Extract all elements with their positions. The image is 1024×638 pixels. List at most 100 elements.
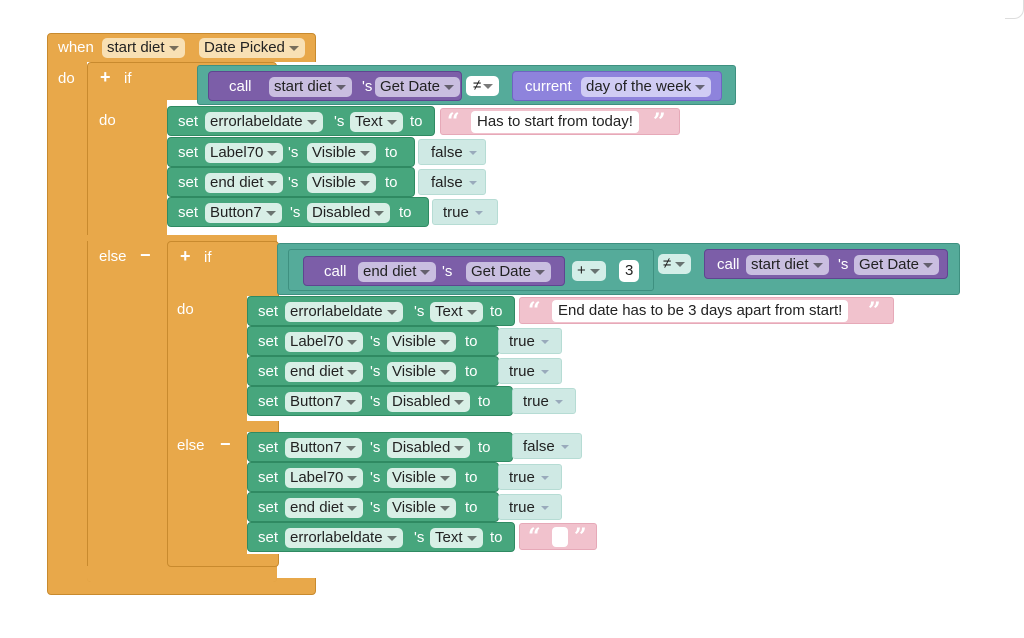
if2-call2-apos: 's	[838, 256, 849, 273]
if2-call-startdate-block[interactable]: call start diet 's Get Date	[704, 249, 948, 279]
if2-math-add-block[interactable]: call end diet 's Get Date + 3	[288, 249, 654, 291]
boolean-block[interactable]: true	[432, 199, 498, 225]
set-block[interactable]: set errorlabeldate 's Text to	[247, 522, 515, 552]
set-block[interactable]: set Label70 's Visible to	[167, 137, 415, 167]
if1-keyword: if	[124, 70, 132, 87]
set-keyword: set	[258, 529, 279, 546]
if2-minus-icon[interactable]: −	[220, 434, 231, 454]
set-keyword: set	[258, 363, 279, 380]
set-component-dropdown[interactable]: errorlabeldate	[285, 302, 403, 322]
set-component-dropdown[interactable]: errorlabeldate	[205, 112, 323, 132]
set-apos: 's	[288, 144, 299, 161]
boolean-value[interactable]: false	[426, 173, 483, 193]
boolean-value[interactable]: false	[426, 143, 483, 163]
if1-call-method-dropdown[interactable]: Get Date	[375, 77, 461, 97]
if2-call-getdate-block[interactable]: call end diet 's Get Date	[303, 256, 565, 286]
if2-call2-method-dropdown[interactable]: Get Date	[854, 255, 940, 275]
if1-compare-operator-dropdown[interactable]: ≠	[466, 76, 500, 96]
boolean-block[interactable]: true	[498, 328, 562, 354]
if2-call-method-dropdown[interactable]: Get Date	[466, 262, 552, 282]
boolean-block[interactable]: true	[498, 464, 562, 490]
set-block[interactable]: set end diet 's Visible to	[167, 167, 415, 197]
set-apos: 's	[370, 333, 381, 350]
boolean-value[interactable]: true	[438, 203, 489, 223]
set-component-dropdown[interactable]: Button7	[285, 438, 362, 458]
set-block[interactable]: set Button7 's Disabled to	[247, 432, 513, 462]
text-string-block[interactable]: “ ”	[519, 523, 597, 550]
set-property-dropdown[interactable]: Disabled	[387, 438, 471, 458]
set-keyword: set	[258, 499, 279, 516]
if2-compare-operator-dropdown[interactable]: ≠	[658, 254, 692, 274]
boolean-value[interactable]: true	[504, 332, 555, 352]
set-component-dropdown[interactable]: Label70	[285, 332, 364, 352]
event-name-dropdown[interactable]: Date Picked	[199, 38, 305, 58]
set-component-dropdown[interactable]: Label70	[205, 143, 284, 163]
set-block[interactable]: set errorlabeldate 's Text to	[167, 106, 435, 136]
set-keyword: set	[258, 393, 279, 410]
set-component-dropdown[interactable]: Button7	[205, 203, 282, 223]
set-property-dropdown[interactable]: Visible	[387, 498, 456, 518]
if1-day-unit-dropdown[interactable]: day of the week	[581, 77, 712, 97]
set-component-dropdown[interactable]: end diet	[285, 498, 364, 518]
if1-current-keyword: current	[525, 78, 572, 95]
text-value[interactable]	[552, 527, 568, 547]
if1-minus-icon[interactable]: −	[140, 245, 151, 265]
set-property-dropdown[interactable]: Visible	[307, 143, 376, 163]
set-property-dropdown[interactable]: Visible	[387, 332, 456, 352]
boolean-block[interactable]: true	[498, 358, 562, 384]
text-value[interactable]: End date has to be 3 days apart from sta…	[552, 300, 849, 322]
set-component-dropdown[interactable]: errorlabeldate	[285, 528, 403, 548]
set-property-dropdown[interactable]: Disabled	[307, 203, 391, 223]
set-property-dropdown[interactable]: Visible	[387, 362, 456, 382]
if2-condition-compare-block[interactable]: call end diet 's Get Date + 3 ≠ call sta…	[277, 243, 960, 295]
set-block[interactable]: set Label70 's Visible to	[247, 326, 499, 356]
set-apos: 's	[334, 113, 345, 130]
text-value[interactable]: Has to start from today!	[471, 111, 639, 133]
text-string-block[interactable]: “ End date has to be 3 days apart from s…	[519, 297, 894, 324]
set-property-dropdown[interactable]: Visible	[307, 173, 376, 193]
boolean-value[interactable]: false	[518, 437, 575, 457]
event-component-dropdown[interactable]: start diet	[102, 38, 185, 58]
boolean-value[interactable]: true	[504, 468, 555, 488]
set-component-dropdown[interactable]: end diet	[205, 173, 284, 193]
text-string-block[interactable]: “ Has to start from today! ”	[440, 108, 680, 135]
set-property-dropdown[interactable]: Disabled	[387, 392, 471, 412]
set-component-dropdown[interactable]: Label70	[285, 468, 364, 488]
if1-else-label: else	[99, 248, 127, 265]
set-property-dropdown[interactable]: Text	[430, 528, 483, 548]
set-keyword: set	[258, 303, 279, 320]
set-block[interactable]: set end diet 's Visible to	[247, 356, 499, 386]
set-block[interactable]: set end diet 's Visible to	[247, 492, 499, 522]
set-component-dropdown[interactable]: end diet	[285, 362, 364, 382]
if2-math-operator-dropdown[interactable]: +	[572, 261, 606, 281]
boolean-value[interactable]: true	[504, 498, 555, 518]
set-property-dropdown[interactable]: Text	[430, 302, 483, 322]
set-apos: 's	[370, 499, 381, 516]
set-block[interactable]: set Button7 's Disabled to	[247, 386, 513, 416]
if2-number-value[interactable]: 3	[619, 260, 640, 282]
if2-call2-component-dropdown[interactable]: start diet	[746, 255, 829, 275]
set-block[interactable]: set Label70 's Visible to	[247, 462, 499, 492]
boolean-block[interactable]: false	[418, 169, 486, 195]
if2-mutator-plus-icon[interactable]: +	[180, 246, 191, 266]
boolean-block[interactable]: true	[512, 388, 576, 414]
boolean-block[interactable]: false	[418, 139, 486, 165]
if1-call-getdate-block[interactable]: call start diet 's Get Date	[208, 71, 462, 101]
set-block[interactable]: set errorlabeldate 's Text to	[247, 296, 515, 326]
close-quote-icon: ”	[653, 109, 666, 135]
if1-current-date-block[interactable]: current day of the week	[512, 71, 722, 101]
boolean-value[interactable]: true	[518, 392, 569, 412]
if1-mutator-plus-icon[interactable]: +	[100, 67, 111, 87]
boolean-value[interactable]: true	[504, 362, 555, 382]
boolean-block[interactable]: false	[512, 433, 582, 459]
set-component-dropdown[interactable]: Button7	[285, 392, 362, 412]
set-to-keyword: to	[465, 363, 478, 380]
set-to-keyword: to	[399, 204, 412, 221]
set-block[interactable]: set Button7 's Disabled to	[167, 197, 429, 227]
set-property-dropdown[interactable]: Text	[350, 112, 403, 132]
if2-call-component-dropdown[interactable]: end diet	[358, 262, 437, 282]
set-property-dropdown[interactable]: Visible	[387, 468, 456, 488]
boolean-block[interactable]: true	[498, 494, 562, 520]
if1-call-component-dropdown[interactable]: start diet	[269, 77, 352, 97]
if1-condition-compare-block[interactable]: call start diet 's Get Date ≠ current da…	[197, 65, 736, 105]
